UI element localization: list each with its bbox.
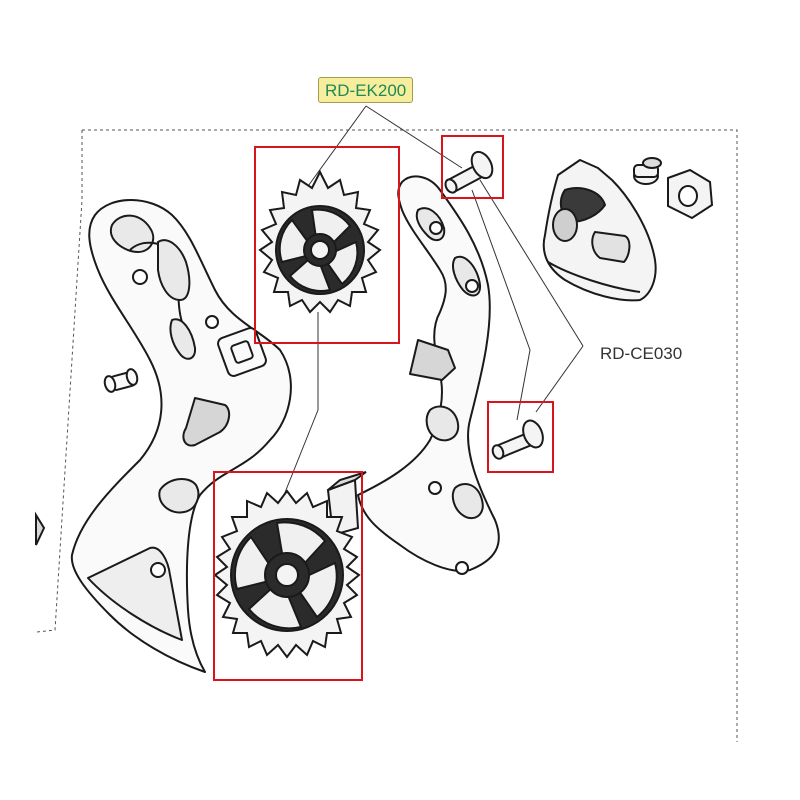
pivot-nut [667, 168, 714, 220]
cage-bolt-nut [217, 327, 267, 377]
leader-lines [281, 105, 584, 501]
partial-component-left-edge [35, 511, 46, 546]
lower-jockey-wheel [213, 489, 361, 659]
highlight-lower-jockey-wheel[interactable] [213, 471, 363, 681]
cage-screw [103, 368, 139, 393]
part-callout-rd-ek200[interactable]: RD-EK200 [318, 77, 414, 103]
highlight-upper-jockey-wheel[interactable] [254, 146, 400, 344]
upper-jockey-wheel [258, 169, 382, 314]
assembly-boundary [36, 129, 738, 742]
outer-cage-plate [70, 199, 292, 673]
part-callout-rd-ce030[interactable]: RD-CE030 [600, 344, 683, 363]
highlight-lower-cage-pin[interactable] [487, 401, 554, 473]
upper-cage-pin [444, 150, 494, 194]
pivot-bracket [542, 159, 657, 302]
lower-cage-pin [491, 419, 544, 460]
inner-cage-plate [357, 175, 500, 575]
highlight-upper-cage-pin[interactable] [441, 135, 504, 199]
pivot-bushing [633, 157, 662, 185]
